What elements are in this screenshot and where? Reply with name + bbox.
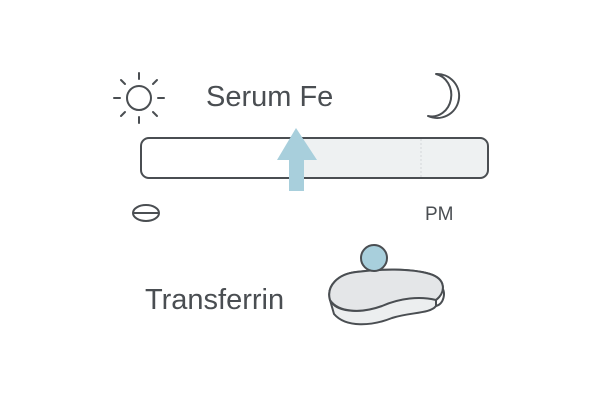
iron-ion-icon	[360, 244, 388, 272]
pm-label: PM	[425, 204, 454, 225]
serum-fe-title: Serum Fe	[206, 81, 333, 113]
moon-icon	[427, 72, 461, 119]
pill-icon	[132, 204, 160, 222]
shaded-region	[300, 138, 488, 178]
transferrin-protein-icon	[328, 268, 445, 326]
transferrin-label: Transferrin	[145, 284, 284, 316]
up-arrow-icon	[277, 128, 317, 191]
sun-icon	[113, 72, 165, 124]
